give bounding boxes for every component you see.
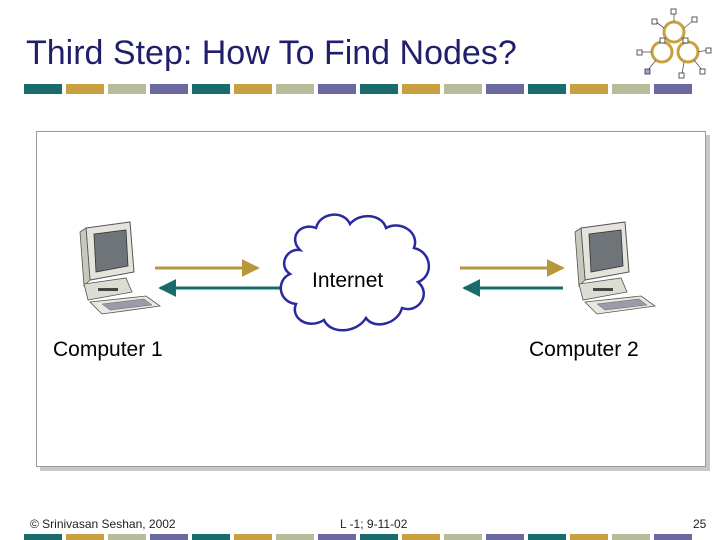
computer-icon [574,221,656,315]
computer-right-label: Computer 2 [529,338,639,361]
slide-title: Third Step: How To Find Nodes? [26,34,517,72]
footer-lecture: L -1; 9-11-02 [340,517,408,531]
footer-stripe [24,534,692,540]
computer-left-label: Computer 1 [53,338,163,361]
network-nodes-logo-icon [636,8,712,79]
computer-icon [79,221,161,315]
cloud-label: Internet [312,269,384,292]
cloud-icon [279,213,430,332]
header-stripe [24,84,692,94]
footer-copyright: © Srinivasan Seshan, 2002 [30,517,176,531]
page-number: 25 [693,517,707,531]
